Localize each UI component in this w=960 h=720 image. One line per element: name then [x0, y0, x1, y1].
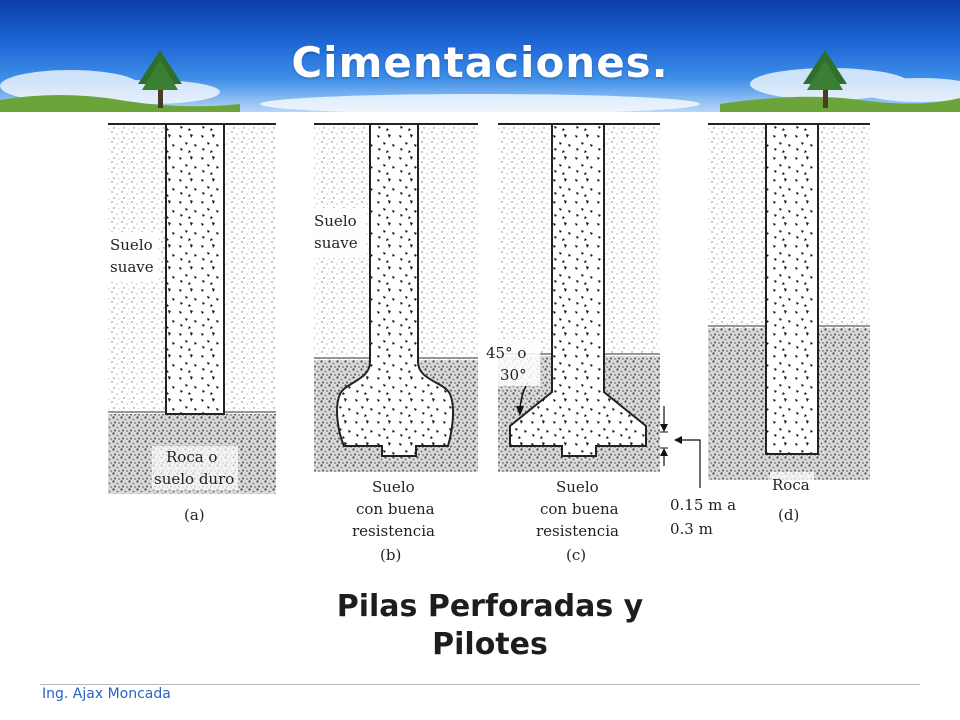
slide-subtitle: Pilas Perforadas y Pilotes	[240, 588, 740, 664]
label-c-base-2: con buena	[540, 500, 619, 518]
tree-icon-left	[138, 50, 182, 108]
label-a-base-2: suelo duro	[154, 470, 234, 488]
footer-divider	[40, 684, 920, 685]
label-b-base-3: resistencia	[352, 522, 435, 540]
label-a-soil-2: suave	[110, 258, 154, 276]
label-b-base-2: con buena	[356, 500, 435, 518]
hill-left	[0, 95, 240, 112]
label-c-dim-2: 0.3 m	[670, 520, 713, 538]
clouds	[0, 68, 960, 112]
label-a-tag: (a)	[184, 506, 205, 524]
pile-b	[314, 123, 478, 472]
label-b-soil-2: suave	[314, 234, 358, 252]
subtitle-line-2: Pilotes	[432, 627, 548, 662]
label-d-base: Roca	[772, 476, 810, 494]
label-b-base-1: Suelo	[372, 478, 415, 496]
pile-d	[708, 123, 870, 480]
header-banner	[0, 0, 960, 112]
subtitle-line-1: Pilas Perforadas y	[336, 589, 644, 624]
label-a-base-1: Roca o	[166, 448, 217, 466]
tree-icon-right	[803, 50, 847, 108]
label-c-tag: (c)	[566, 546, 586, 564]
slide-title: Cimentaciones.	[291, 38, 669, 87]
foundation-diagram: Suelo suave Roca o suelo duro (a) Suelo …	[108, 123, 870, 564]
pile-a	[108, 123, 276, 494]
hill-right	[720, 96, 960, 112]
label-b-tag: (b)	[380, 546, 401, 564]
label-c-base-1: Suelo	[556, 478, 599, 496]
label-c-angle-2: 30°	[500, 366, 527, 384]
footer-author: Ing. Ajax Moncada	[42, 686, 171, 702]
label-c-dim-1: 0.15 m a	[670, 496, 736, 514]
label-a-soil-1: Suelo	[110, 236, 153, 254]
pile-c	[498, 123, 701, 488]
label-c-angle-1: 45° o	[486, 344, 526, 362]
label-c-base-3: resistencia	[536, 522, 619, 540]
label-d-tag: (d)	[778, 506, 799, 524]
label-b-soil-1: Suelo	[314, 212, 357, 230]
